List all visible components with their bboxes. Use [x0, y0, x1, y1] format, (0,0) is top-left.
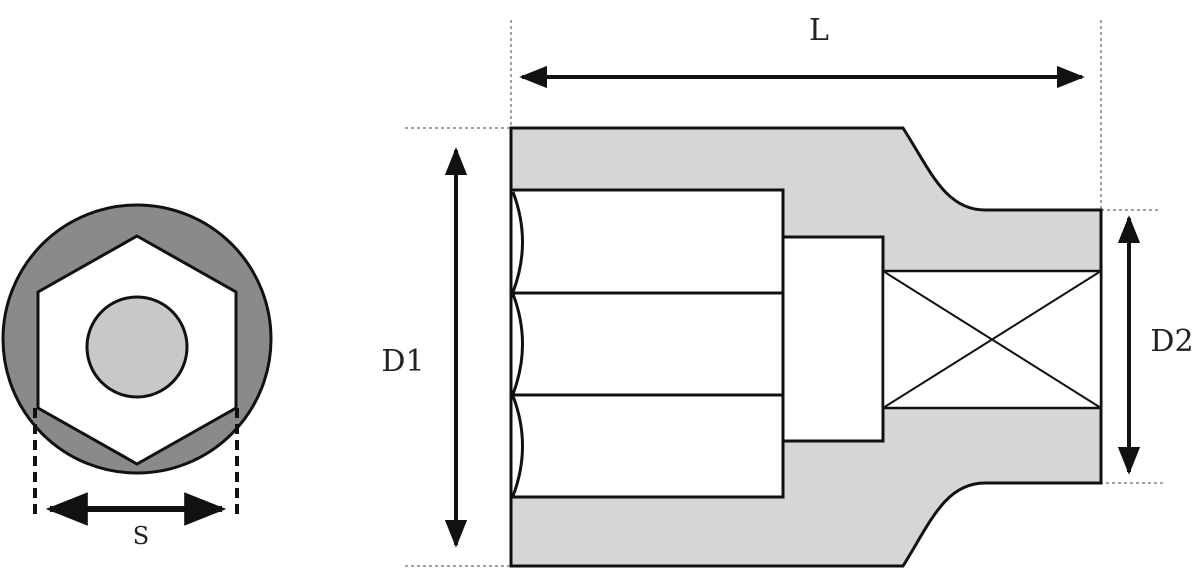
d2-label: D2: [1150, 324, 1193, 359]
side-view: L D1 D2: [381, 13, 1194, 568]
hex-cavity-arc-3: [511, 395, 524, 497]
hex-cavity-arc-1: [511, 191, 524, 293]
hex-cavity-arc-2: [511, 293, 524, 395]
end-view: S: [1, 203, 273, 550]
hex-size-label: S: [133, 522, 149, 550]
relief-groove: [781, 235, 885, 443]
end-view-bore: [85, 295, 189, 399]
hex-cavity: [509, 188, 785, 499]
length-label: L: [809, 13, 829, 48]
d1-label: D1: [381, 344, 424, 379]
square-drive-cross-2: [882, 270, 1102, 409]
